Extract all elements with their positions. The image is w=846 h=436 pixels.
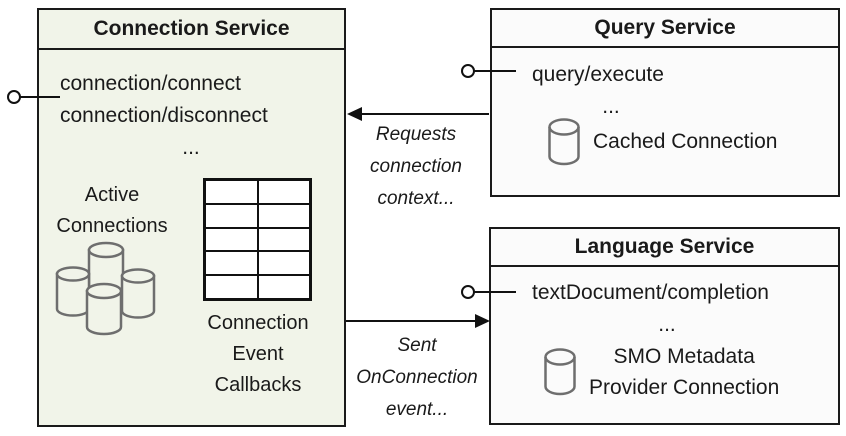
method-connection-connect: connection/connect bbox=[60, 72, 241, 95]
cached-connection-row: Cached Connection bbox=[547, 118, 777, 166]
connection-event-callbacks-label: Connection Event Callbacks bbox=[207, 312, 309, 396]
methods-ellipsis: ... bbox=[658, 313, 676, 336]
cached-connection-label: Cached Connection bbox=[593, 130, 778, 153]
smo-metadata-row: SMO Metadata Provider Connection bbox=[543, 341, 779, 403]
database-cluster-icon bbox=[55, 241, 156, 336]
sent-event-arrow bbox=[346, 314, 490, 328]
query-service-title: Query Service bbox=[492, 10, 838, 48]
sent-onconnection-event-label: Sent OnConnection event... bbox=[356, 335, 478, 420]
language-service-title: Language Service bbox=[491, 229, 838, 267]
connection-service-box: Connection Service connection/connect co… bbox=[37, 8, 346, 427]
table-grid-icon bbox=[203, 178, 312, 301]
language-service-box: Language Service textDocument/completion… bbox=[489, 227, 840, 425]
methods-ellipsis: ... bbox=[602, 95, 620, 118]
connection-service-methods: connection/connect connection/disconnect… bbox=[60, 68, 322, 164]
method-textdocument-completion: textDocument/completion bbox=[532, 281, 769, 304]
query-service-box: Query Service query/execute ... Cached C… bbox=[490, 8, 840, 197]
smo-metadata-label: SMO Metadata Provider Connection bbox=[589, 345, 780, 399]
requests-connection-context-label: Requests connection context... bbox=[370, 124, 462, 209]
connection-service-title: Connection Service bbox=[39, 10, 344, 50]
method-query-execute: query/execute bbox=[532, 63, 664, 86]
database-cylinder-icon bbox=[548, 118, 580, 166]
method-connection-disconnect: connection/disconnect bbox=[60, 104, 268, 127]
query-service-methods: query/execute ... bbox=[532, 59, 690, 123]
language-service-methods: textDocument/completion ... bbox=[532, 277, 802, 341]
methods-ellipsis: ... bbox=[182, 136, 200, 159]
active-connections-label: Active Connections bbox=[56, 184, 168, 237]
database-cylinder-icon bbox=[544, 348, 576, 396]
